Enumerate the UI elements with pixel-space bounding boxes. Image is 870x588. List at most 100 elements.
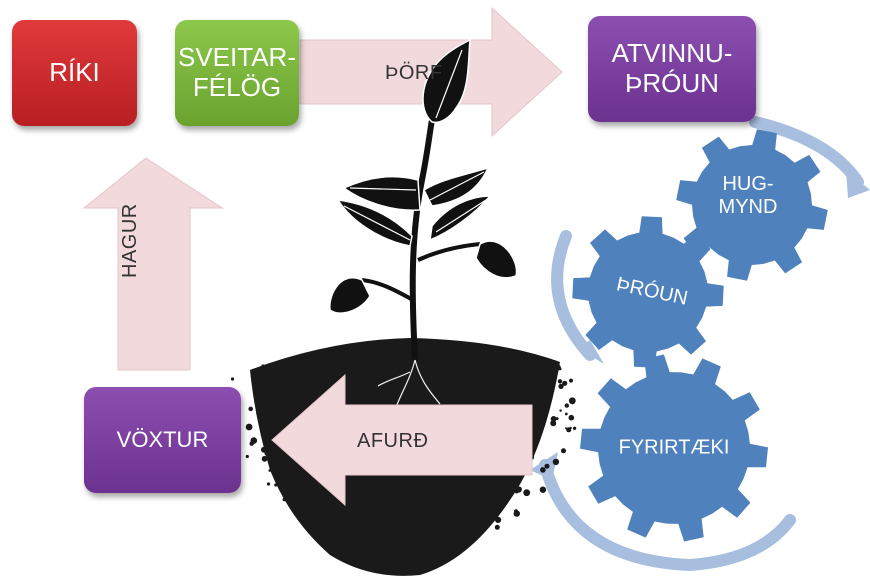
soil-speck xyxy=(409,492,415,498)
soil-speck xyxy=(358,505,363,510)
soil-speck xyxy=(276,419,278,421)
soil-speck xyxy=(460,539,464,543)
plant-stem-branch-right xyxy=(418,244,480,260)
soil-speck xyxy=(495,525,500,530)
soil-speck xyxy=(268,469,271,472)
soil-speck xyxy=(569,379,573,383)
soil-speck xyxy=(550,420,556,426)
gear-label-fyrirtaeki: FYRIRTÆKI xyxy=(619,437,730,460)
riki-label: RÍKI xyxy=(49,58,100,88)
soil-speck xyxy=(267,482,270,485)
soil-speck xyxy=(408,530,415,537)
soil-speck xyxy=(262,456,268,462)
soil-speck xyxy=(263,399,268,404)
soil-speck xyxy=(523,489,530,496)
soil-speck xyxy=(279,411,283,415)
soil-speck xyxy=(495,517,501,523)
soil-speck xyxy=(277,455,279,457)
soil-speck xyxy=(457,513,460,516)
soil-speck xyxy=(463,504,469,510)
atvinnuthroun-label: ATVINNU- ÞRÓUN xyxy=(612,39,733,99)
soil-speck xyxy=(246,424,253,431)
soil-speck xyxy=(248,407,253,412)
soil-speck xyxy=(488,478,491,481)
soil-speck xyxy=(558,379,562,383)
soil-speck xyxy=(433,539,437,543)
voxtur-label: VÖXTUR xyxy=(117,427,209,452)
sveitarfelog-label: SVEITAR- FÉLÖG xyxy=(178,43,296,103)
soil-speck xyxy=(474,479,477,482)
soil-speck xyxy=(380,530,387,537)
soil-speck xyxy=(535,440,537,442)
soil-speck xyxy=(450,517,453,520)
soil-speck xyxy=(433,545,437,549)
soil-speck xyxy=(258,389,261,392)
soil-speck xyxy=(436,508,443,515)
soil-speck xyxy=(261,447,267,453)
soil-speck xyxy=(262,384,267,389)
soil-speck xyxy=(569,415,575,421)
plant-leaf-lower-right xyxy=(476,241,517,278)
soil-speck xyxy=(426,491,428,493)
soil-speck xyxy=(498,483,503,488)
soil-speck xyxy=(421,513,427,519)
soil-speck xyxy=(559,409,561,411)
soil-speck xyxy=(406,516,412,522)
soil-speck xyxy=(376,499,381,504)
soil-speck xyxy=(366,498,368,500)
soil-speck xyxy=(256,412,259,415)
soil-speck xyxy=(447,527,449,529)
soil-speck xyxy=(426,494,429,497)
soil-speck xyxy=(394,521,398,525)
soil-speck xyxy=(540,487,546,493)
soil-speck xyxy=(459,487,462,490)
soil-speck xyxy=(545,359,552,366)
soil-speck xyxy=(468,498,475,505)
atvinnuthroun-box: ATVINNU- ÞRÓUN xyxy=(588,16,756,122)
soil-speck xyxy=(558,384,563,389)
soil-speck xyxy=(361,499,365,503)
riki-box: RÍKI xyxy=(12,20,137,126)
soil-speck xyxy=(569,397,576,404)
soil-speck xyxy=(555,365,561,371)
soil-speck xyxy=(518,490,520,492)
soil-speck xyxy=(565,427,567,429)
soil-speck xyxy=(250,442,254,446)
plant-leaf-lower-left xyxy=(330,278,370,313)
soil-speck xyxy=(483,478,488,483)
soil-speck xyxy=(375,535,378,538)
soil-speck xyxy=(426,528,432,534)
soil-speck xyxy=(431,522,434,525)
soil-speck xyxy=(573,427,576,430)
soil-speck xyxy=(403,523,406,526)
sveitarfelog-box: SVEITAR- FÉLÖG xyxy=(175,20,299,126)
soil-speck xyxy=(378,519,384,525)
soil-speck xyxy=(545,386,550,391)
thorf-label: ÞÖRF xyxy=(385,62,443,85)
soil-speck xyxy=(283,498,287,502)
soil-speck xyxy=(482,510,488,516)
soil-speck xyxy=(299,484,302,487)
soil-speck xyxy=(231,377,234,380)
hagur-label: HAGUR xyxy=(119,203,142,278)
soil-speck xyxy=(514,510,520,516)
soil-speck xyxy=(329,498,334,503)
soil-speck xyxy=(425,544,429,548)
soil-speck xyxy=(255,381,262,388)
soil-speck xyxy=(380,544,386,550)
soil-speck xyxy=(515,477,520,482)
soil-speck xyxy=(430,507,436,513)
soil-speck xyxy=(553,459,559,465)
soil-speck xyxy=(246,455,249,458)
soil-speck xyxy=(417,535,420,538)
hagur-arrow xyxy=(84,158,222,370)
soil-speck xyxy=(388,538,391,541)
soil-speck xyxy=(553,360,556,363)
soil-speck xyxy=(272,413,274,415)
soil-speck xyxy=(329,507,333,511)
soil-speck xyxy=(425,505,428,508)
soil-speck xyxy=(400,508,405,513)
soil-speck xyxy=(545,464,550,469)
soil-speck xyxy=(396,513,402,519)
soil-speck xyxy=(484,489,489,494)
